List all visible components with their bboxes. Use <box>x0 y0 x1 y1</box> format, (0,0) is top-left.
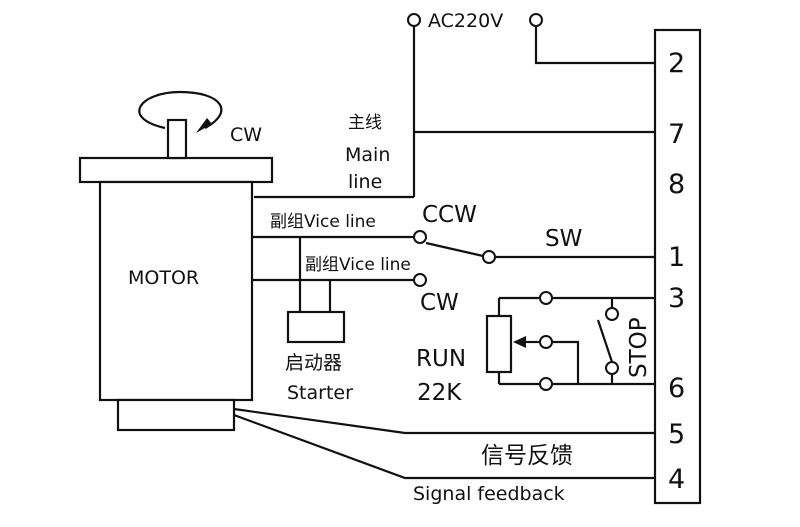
terminal-5: 5 <box>668 419 685 450</box>
signal-wire-to-terminal-4 <box>233 413 655 480</box>
motor-label: MOTOR <box>128 267 199 289</box>
sw-common-contact <box>482 250 496 264</box>
terminal-3: 3 <box>668 283 685 314</box>
terminal-6: 6 <box>668 373 685 404</box>
run-potentiometer <box>485 314 513 374</box>
signal-wire-to-terminal-5 <box>233 407 655 435</box>
main-line-label-cn: 主线 <box>348 113 382 133</box>
signal-label-cn: 信号反馈 <box>481 443 573 469</box>
motor-cw-label: CW <box>230 124 262 146</box>
run-value: 22K <box>417 380 462 406</box>
motor-base <box>116 398 236 432</box>
run-wiper-wire <box>552 340 580 384</box>
stop-label: STOP <box>626 317 652 378</box>
terminal-4: 4 <box>668 464 685 495</box>
cw-label: CW <box>420 290 459 316</box>
cw-contact <box>413 273 427 287</box>
run-contact-bottom <box>539 377 553 391</box>
rotation-arrow <box>138 90 223 130</box>
motor-shaft <box>166 118 188 160</box>
ac-terminal-right <box>529 13 543 27</box>
signal-label-en: Signal feedback <box>413 483 565 505</box>
terminal-8: 8 <box>668 169 685 200</box>
vice-line-bottom-label: 副组Vice line <box>305 255 411 275</box>
run-contact-middle <box>539 335 553 349</box>
terminal-7: 7 <box>668 119 685 150</box>
vice-line-top-label: 副组Vice line <box>270 212 376 232</box>
sw-label: SW <box>545 226 582 252</box>
stop-contact-bottom <box>605 361 619 375</box>
switch-blade <box>425 241 484 258</box>
terminal-block <box>653 28 702 505</box>
starter-label-en: Starter <box>287 382 353 404</box>
stop-contact-top <box>605 307 619 321</box>
rotation-arrowhead-icon <box>196 118 212 133</box>
wiper-arrowhead-icon <box>513 336 526 348</box>
main-line-label-en-1: Main <box>345 144 390 166</box>
motor-cap <box>78 156 274 184</box>
ac220v-label: AC220V <box>428 10 503 32</box>
ac-wire-to-terminal-2 <box>534 26 655 65</box>
starter-box <box>286 310 346 344</box>
run-label: RUN <box>416 346 466 372</box>
ccw-label: CCW <box>422 202 477 228</box>
ccw-contact <box>413 230 427 244</box>
stop-switch-blade <box>596 319 614 363</box>
terminal-1: 1 <box>668 242 685 273</box>
run-contact-top <box>539 291 553 305</box>
terminal-2: 2 <box>668 48 685 79</box>
motor-body <box>98 180 254 402</box>
ac-terminal-left <box>407 13 421 27</box>
main-line-label-en-2: line <box>348 171 382 193</box>
starter-label-cn: 启动器 <box>285 352 342 374</box>
